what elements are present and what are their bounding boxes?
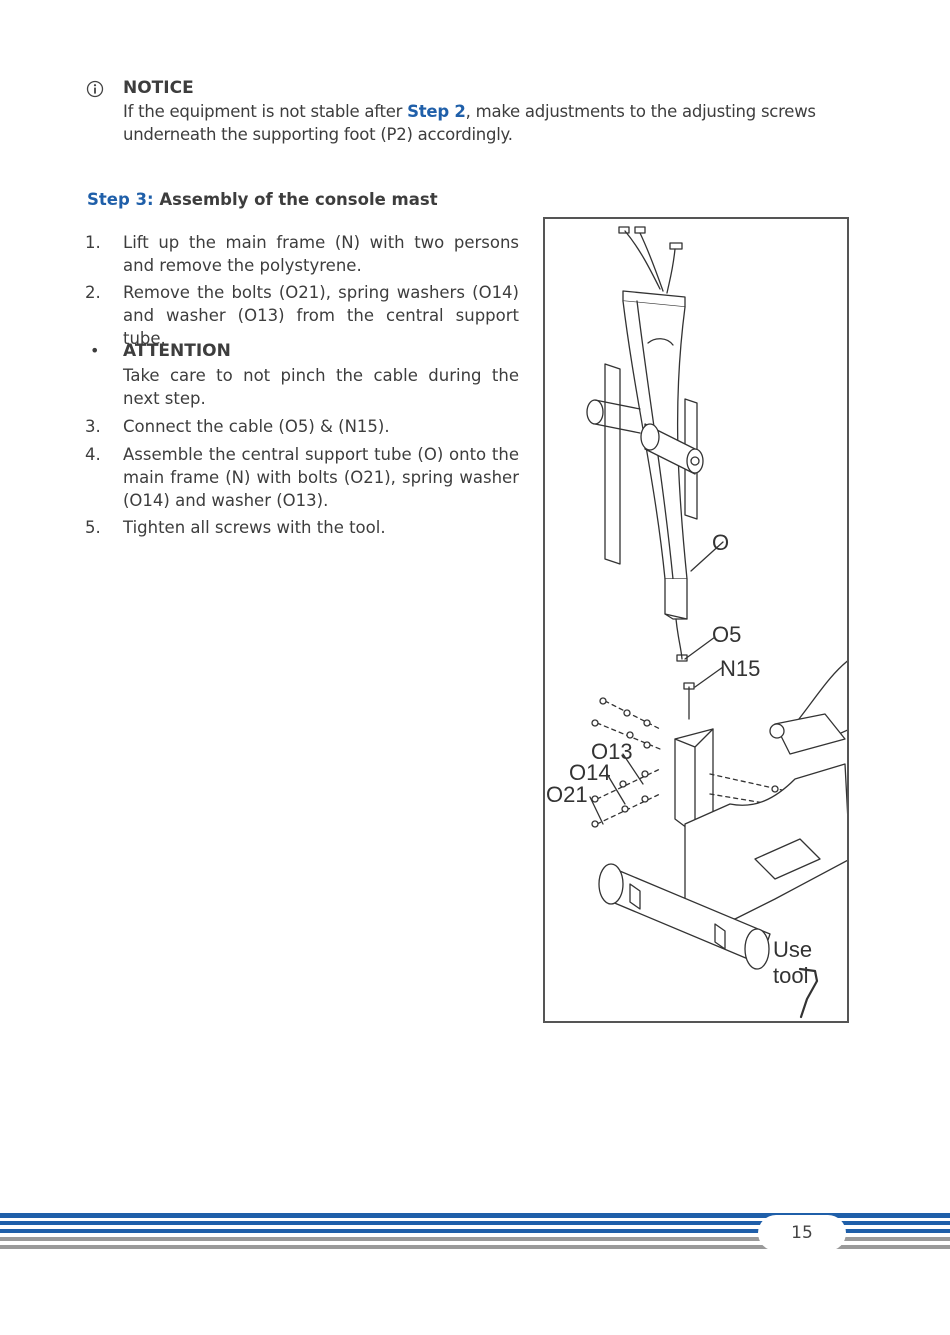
list-item-text: Tighten all screws with the tool. (123, 518, 386, 537)
page-number: 15 (758, 1215, 846, 1251)
step-heading: Step 3: Assembly of the console mast (87, 190, 438, 209)
info-icon (86, 80, 104, 98)
list-item-text: Connect the cable (O5) & (N15). (123, 417, 390, 436)
notice-title: NOTICE (123, 78, 194, 98)
step-number: Step 3: (87, 190, 154, 209)
step-title: Assembly of the console mast (153, 190, 438, 209)
list-item: 1. Lift up the main frame (N) with two p… (85, 231, 519, 277)
label-o21: O21 (546, 782, 588, 807)
list-item: 5. Tighten all screws with the tool. (85, 516, 519, 539)
notice-step-ref: Step 2 (407, 102, 466, 121)
list-item-number: 1. (85, 233, 101, 252)
label-o13: O13 (591, 739, 633, 764)
label-use-tool: Use tool (773, 937, 813, 988)
list-item-text: Assemble the central support tube (O) on… (123, 445, 519, 510)
list-item: 3. Connect the cable (O5) & (N15). (85, 415, 519, 438)
attention-title: ATTENTION (123, 341, 231, 361)
list-item: 2. Remove the bolts (O21), spring washer… (85, 281, 519, 350)
assembly-figure: O O5 N15 O13 O14 O21 Use tool (543, 217, 849, 1023)
list-item-number: 5. (85, 518, 101, 537)
notice-text: If the equipment is not stable after Ste… (123, 100, 883, 146)
list-item-text: Lift up the main frame (N) with two pers… (123, 233, 519, 275)
list-item: 4. Assemble the central support tube (O)… (85, 443, 519, 512)
list-item-number: 2. (85, 283, 101, 302)
label-n15: N15 (720, 656, 761, 681)
list-item-text: Remove the bolts (O21), spring washers (… (123, 283, 519, 348)
notice-text-after: , make adjustments to the adjusting scre… (123, 102, 816, 144)
label-o14: O14 (569, 760, 611, 785)
assembly-drawing (586, 226, 847, 1019)
list-item-number: 3. (85, 417, 101, 436)
list-item-number: 4. (85, 445, 101, 464)
attention-text: Take care to not pinch the cable during … (123, 366, 519, 408)
notice-text-before: If the equipment is not stable after (123, 102, 408, 121)
attention-bullet: • (90, 341, 100, 360)
label-o: O (712, 530, 730, 555)
label-o5: O5 (712, 622, 742, 647)
footer-stripes (0, 1213, 950, 1249)
